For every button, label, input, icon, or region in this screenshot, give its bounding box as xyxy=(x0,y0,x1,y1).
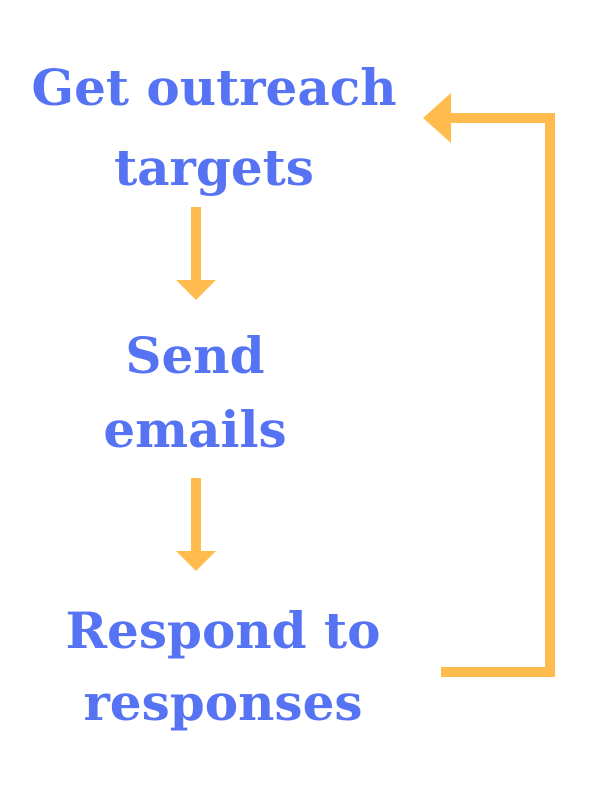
down-arrow-1-head xyxy=(176,280,216,300)
down-arrow-2-shaft xyxy=(191,478,201,553)
loop-back-arrow-head xyxy=(423,93,451,143)
step-1-line-2: targets xyxy=(114,138,314,197)
step-2-line-1: Send xyxy=(125,326,265,385)
loop-back-arrow-path xyxy=(441,113,555,677)
down-arrow-1 xyxy=(176,207,216,300)
step-3-line-2: responses xyxy=(83,673,363,732)
step-2-line-2: emails xyxy=(103,400,287,459)
down-arrow-2 xyxy=(176,478,216,571)
down-arrow-1-shaft xyxy=(191,207,201,282)
step-3-line-1: Respond to xyxy=(65,601,381,660)
loop-back-arrow xyxy=(423,93,555,677)
step-1-line-1: Get outreach xyxy=(31,58,397,117)
step-send-emails: Send emails xyxy=(75,330,315,478)
step-get-outreach-targets: Get outreach targets xyxy=(14,58,414,218)
step-respond-to-responses: Respond to responses xyxy=(20,603,426,747)
down-arrow-2-head xyxy=(176,551,216,571)
